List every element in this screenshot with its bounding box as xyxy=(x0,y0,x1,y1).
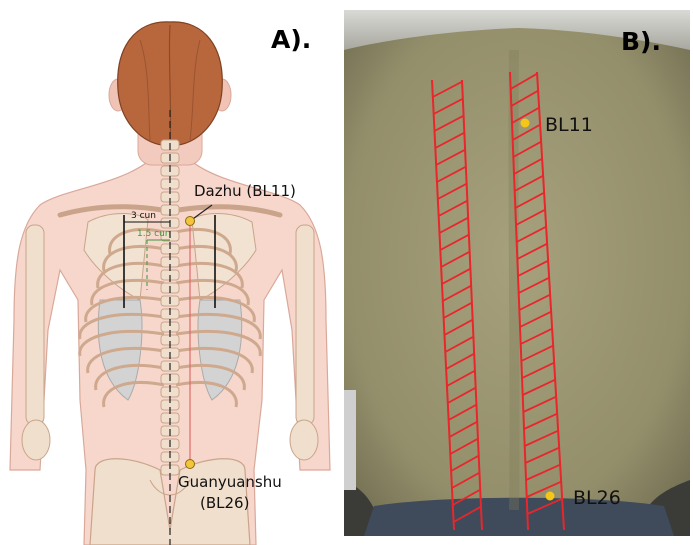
guanyuanshu-code: (BL26) xyxy=(200,494,249,512)
hatch-line xyxy=(451,471,480,489)
strip-edge xyxy=(431,79,455,531)
hatch-line xyxy=(510,89,539,107)
dazhu-point xyxy=(185,216,195,226)
hatch-line xyxy=(443,301,473,319)
rib-left xyxy=(102,380,165,408)
hatch-line xyxy=(452,488,481,506)
rib-right xyxy=(175,380,238,408)
strip-edge xyxy=(509,71,529,531)
hatch-line xyxy=(441,267,471,285)
hatch-line xyxy=(522,378,556,396)
hatch-line xyxy=(527,497,563,515)
hatch-line xyxy=(516,225,547,243)
hatch-line xyxy=(432,80,463,98)
hatch-line xyxy=(442,284,472,302)
panel-a-illustration: 3 cun 1.5 cun Dazhu (BL11) Guanyuanshu (… xyxy=(0,0,340,545)
hatch-line xyxy=(434,131,465,149)
hatch-line xyxy=(439,216,469,234)
hatch-line xyxy=(524,429,559,447)
panel-b-label: B). xyxy=(621,27,661,56)
hatch-line xyxy=(517,259,549,277)
bl11-point xyxy=(520,118,530,128)
hatch-line xyxy=(520,344,554,362)
hatch-line xyxy=(450,454,480,472)
back-anatomy-illustration: 3 cun 1.5 cun Dazhu (BL11) Guanyuanshu (… xyxy=(9,21,331,545)
rib-left xyxy=(96,261,165,289)
hatch-line xyxy=(520,327,553,345)
hatch-line xyxy=(512,140,542,158)
hatch-line xyxy=(448,403,477,421)
hatch-line xyxy=(444,318,474,336)
patient-back xyxy=(344,28,690,536)
rib-left xyxy=(90,278,165,306)
hatch-line xyxy=(524,446,560,464)
rib-left xyxy=(102,244,165,272)
hatch-line xyxy=(435,148,466,166)
hatch-line xyxy=(433,97,464,115)
rib-left xyxy=(84,296,165,323)
guanyuanshu-label: Guanyuanshu xyxy=(178,473,282,491)
hatch-line xyxy=(513,157,543,175)
bl26-point xyxy=(545,491,555,501)
hatch-line xyxy=(514,174,544,192)
hatch-line xyxy=(521,361,555,379)
back-photo: BL11 BL26 B). xyxy=(344,10,690,536)
hatch-line xyxy=(516,242,548,260)
hatch-line xyxy=(440,250,471,268)
rib-right xyxy=(175,347,254,374)
guanyuanshu-point xyxy=(185,459,195,469)
hatch-line xyxy=(449,420,478,438)
hatch-line xyxy=(518,293,551,311)
label-1-5-cun: 1.5 cun xyxy=(137,229,171,239)
hatch-line xyxy=(439,233,470,251)
strip-edge xyxy=(536,71,565,531)
rib-right xyxy=(175,296,256,323)
hatch-line xyxy=(519,310,552,328)
dazhu-label: Dazhu (BL11) xyxy=(194,182,296,200)
rib-right xyxy=(175,330,262,357)
hatch-line xyxy=(525,463,561,481)
rib-right xyxy=(175,278,250,306)
rib-left xyxy=(78,330,165,357)
rib-right xyxy=(175,261,244,289)
hatch-line xyxy=(437,182,468,200)
hatched-strip-right xyxy=(509,71,565,531)
hatch-line xyxy=(522,395,557,413)
hatch-line xyxy=(449,437,479,455)
rib-right xyxy=(175,363,246,391)
label-3-cun: 3 cun xyxy=(131,211,156,221)
hatch-line xyxy=(445,352,475,370)
rib-left xyxy=(94,363,165,391)
hatch-line xyxy=(518,276,550,294)
hatch-line xyxy=(510,72,538,90)
panel-b-photo: BL11 BL26 B). xyxy=(344,10,690,536)
hatch-line xyxy=(434,114,465,132)
hatch-line xyxy=(447,386,477,404)
hatch-line xyxy=(515,208,546,226)
rib-right xyxy=(175,227,232,255)
hatch-line xyxy=(444,335,474,353)
panel-a-label: A). xyxy=(271,25,311,54)
hatch-line xyxy=(438,199,468,217)
bl26-label: BL26 xyxy=(573,487,621,509)
rib-left xyxy=(108,227,165,255)
hatch-line xyxy=(446,369,476,387)
rib-right xyxy=(175,313,262,340)
hatch-line xyxy=(511,106,540,124)
pelvis xyxy=(89,458,251,545)
hatch-line xyxy=(523,412,558,430)
rib-left xyxy=(86,347,165,374)
hatch-line xyxy=(453,505,482,523)
hatched-strip-left xyxy=(431,79,483,531)
rib-right xyxy=(175,244,238,272)
rib-cage xyxy=(78,227,262,408)
hatch-line xyxy=(436,165,467,183)
strip-edge xyxy=(461,79,483,531)
rib-left xyxy=(78,313,165,340)
hatch-line xyxy=(526,480,562,498)
bl11-label: BL11 xyxy=(545,114,593,136)
hatch-line xyxy=(512,123,541,141)
hatch-line xyxy=(514,191,545,209)
